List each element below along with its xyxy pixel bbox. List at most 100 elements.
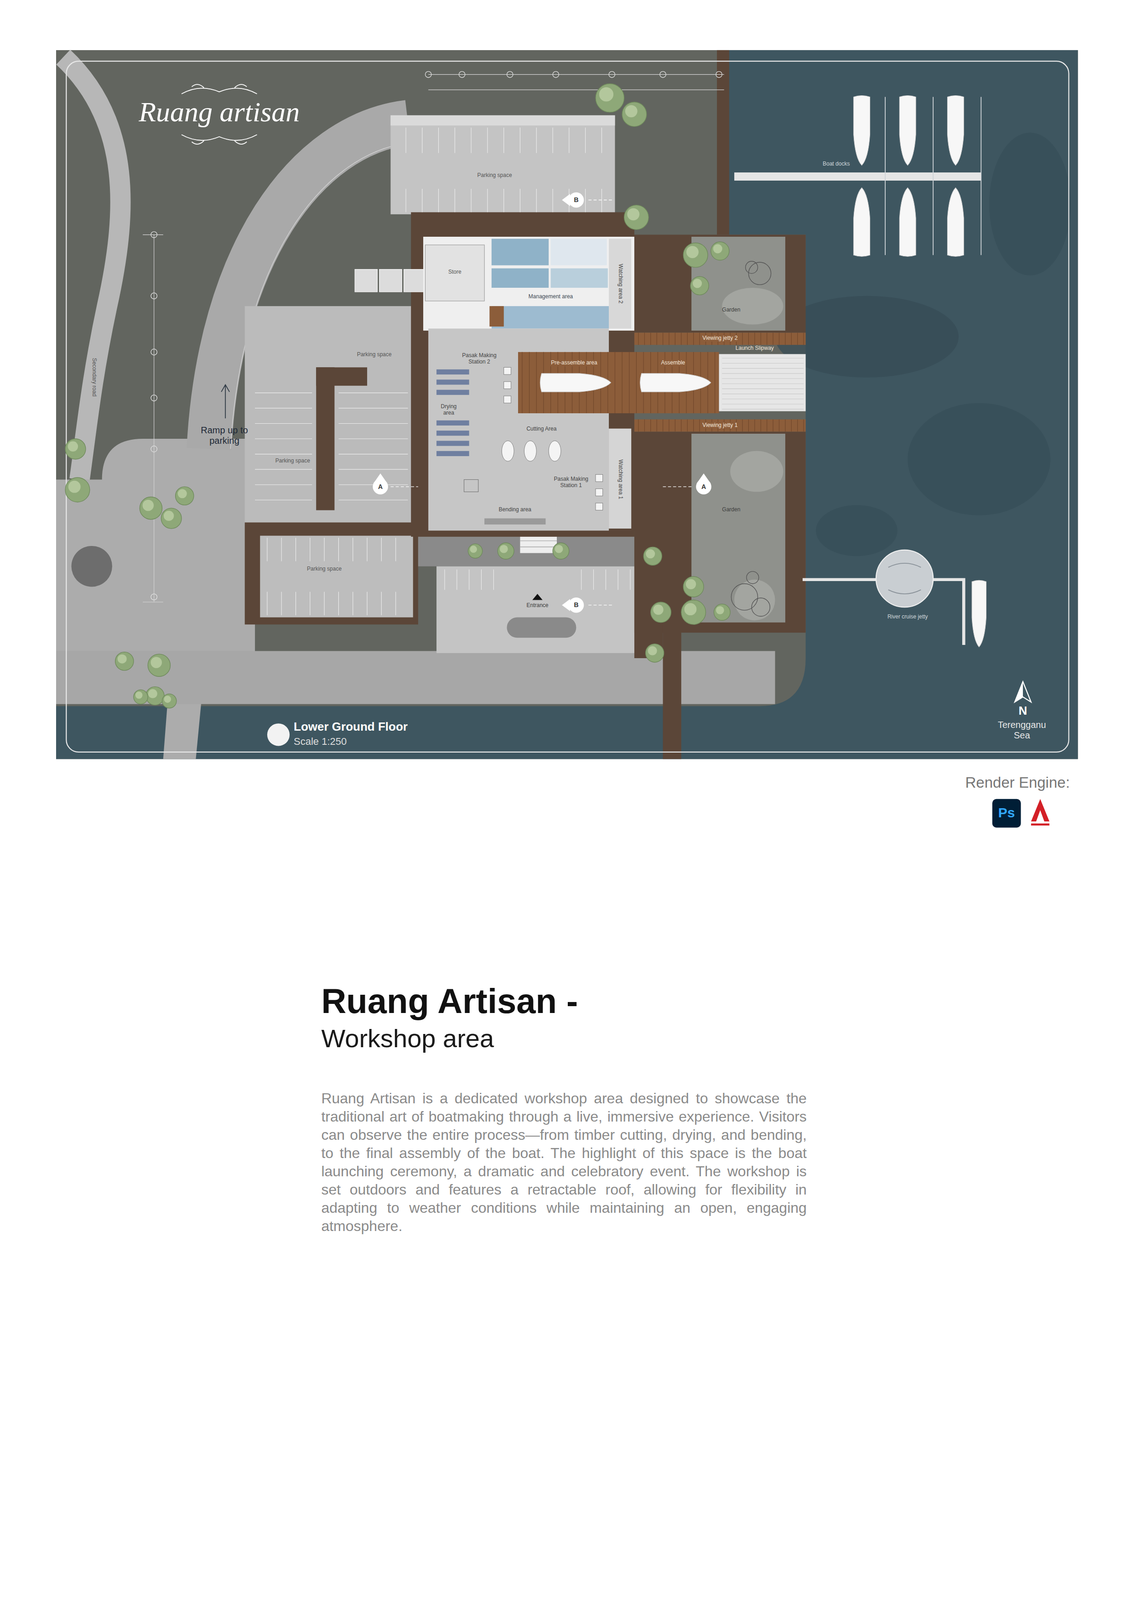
- parking-stall: [487, 188, 488, 213]
- planter-ring: [745, 261, 758, 274]
- plan-area: Parking space: [390, 115, 615, 215]
- parking-stall: [471, 127, 472, 154]
- planter: [244, 522, 419, 625]
- parking-stall: [254, 392, 312, 394]
- area-label: Viewing jetty 1: [701, 422, 739, 429]
- drop-off: [506, 617, 576, 639]
- plan-title: Ruang artisan: [138, 95, 300, 129]
- parking-stall: [324, 591, 325, 616]
- cruise-detail: [888, 563, 922, 594]
- plan-shape: [150, 593, 157, 600]
- entrance-arrow: [532, 593, 543, 600]
- parking-stall: [254, 407, 312, 409]
- plan-area: Store: [425, 244, 485, 301]
- dimension-dots: [150, 71, 722, 601]
- cruise-platform: [876, 549, 934, 608]
- parking-stall: [309, 591, 311, 616]
- plank-line: [791, 332, 792, 345]
- station: [595, 503, 603, 511]
- parking-stall: [338, 438, 408, 439]
- plank-line: [644, 419, 645, 432]
- section-marker: [568, 192, 585, 208]
- plaza-left: [56, 438, 255, 654]
- parking-stall: [421, 127, 423, 154]
- plank-line: [803, 332, 805, 345]
- tree: [690, 276, 709, 295]
- plank-line: [721, 373, 804, 374]
- parking-lot: [259, 535, 413, 618]
- parking-stall: [585, 127, 586, 154]
- parking-stall: [309, 537, 311, 561]
- plank-line: [687, 419, 688, 432]
- tree-canopy: [683, 242, 708, 268]
- cutting-table: [523, 440, 537, 462]
- cutting-table: [501, 440, 514, 462]
- parking-stall: [629, 569, 631, 590]
- tree-canopy: [643, 546, 662, 566]
- plan-shape: [150, 231, 157, 238]
- annex-room: [354, 269, 378, 292]
- water-shade: [907, 403, 1051, 516]
- parking-stall: [456, 569, 457, 590]
- plank-line: [662, 332, 664, 345]
- jetty: [634, 419, 806, 432]
- lawn: [730, 451, 784, 492]
- parking-stall: [471, 188, 472, 213]
- plank-line: [721, 378, 804, 379]
- parking-stall: [503, 127, 504, 154]
- plan-area: Entrance: [436, 586, 641, 653]
- rack: [436, 379, 470, 385]
- plank-line: [521, 352, 523, 414]
- drawing-name: Lower Ground Floor: [293, 720, 408, 734]
- description: Ruang Artisan is a dedicated workshop ar…: [321, 1089, 807, 1235]
- parking-stall: [493, 569, 494, 590]
- station: [595, 474, 603, 482]
- planter-ring: [746, 571, 759, 584]
- parking-stall: [352, 591, 353, 616]
- plank-line: [529, 352, 530, 414]
- plank-line: [721, 393, 804, 395]
- room-label: Watching area 1: [617, 459, 624, 500]
- plan-area: Launch Slipway: [719, 353, 806, 411]
- plank-line: [760, 419, 762, 432]
- tree-canopy: [552, 542, 570, 560]
- parking-stall: [281, 591, 282, 616]
- plan-shape: [659, 71, 666, 78]
- tree-highlight: [142, 499, 155, 512]
- station: [503, 381, 512, 390]
- water-shade: [815, 504, 898, 556]
- render-engine-label: Render Engine:: [964, 773, 1070, 792]
- parking-stall: [254, 438, 312, 439]
- plan-shape: [425, 71, 432, 78]
- water: [56, 50, 1079, 760]
- sea-label: Terengganu Sea: [993, 719, 1051, 741]
- parking-stall: [281, 537, 282, 561]
- plank-line: [636, 352, 637, 414]
- tree-canopy: [160, 508, 182, 529]
- boat: [947, 95, 964, 166]
- tree: [133, 689, 148, 704]
- tree-canopy: [710, 241, 730, 260]
- tree-canopy: [713, 603, 731, 621]
- parking-stall: [338, 537, 339, 561]
- parking-stall: [338, 499, 408, 501]
- tree: [139, 497, 162, 520]
- plank-line: [680, 419, 682, 432]
- area-label: Assemble: [660, 359, 687, 367]
- tree-canopy: [645, 643, 665, 663]
- section-marker-letter: A: [701, 482, 706, 491]
- bending-machine: [484, 518, 546, 525]
- plank-line: [748, 332, 749, 345]
- boat: [899, 187, 916, 257]
- boat: [640, 373, 711, 392]
- plan-shape: [150, 348, 157, 355]
- office: [491, 238, 549, 266]
- scale-label: Scale 1:250: [293, 735, 347, 748]
- section-marker: [372, 478, 389, 495]
- plan-shape: [150, 394, 157, 401]
- parking-stall: [519, 127, 521, 154]
- tree-highlight: [692, 278, 702, 288]
- tree-canopy: [65, 477, 90, 503]
- tree-highlight: [148, 689, 158, 699]
- lawn: [721, 287, 784, 325]
